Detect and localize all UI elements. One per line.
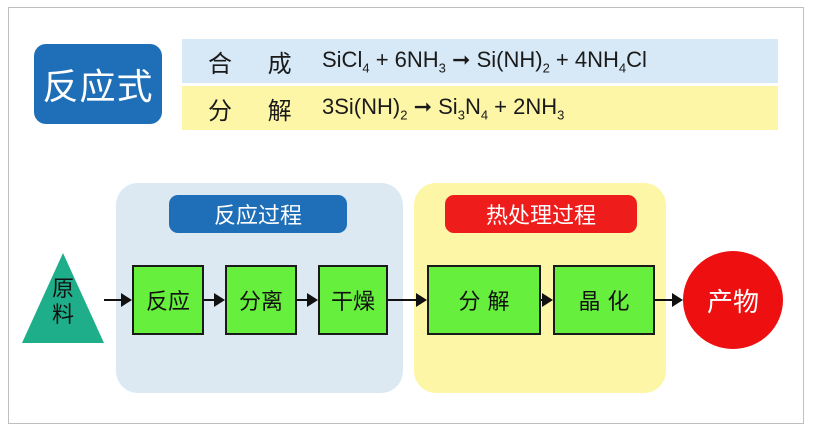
arrow-head-icon [672,293,683,307]
step-separation: 分离 [225,265,297,335]
flow-arrow [297,299,308,301]
step-drying: 干燥 [318,265,388,335]
equation-row-synthesis: 合 成 SiCl4 + 6NH3 ➞ Si(NH)2 + 4NH4Cl [182,39,778,83]
equation-formula: 3Si(NH)2 ➞ Si3N4 + 2NH3 [322,93,565,123]
reaction-stage-title: 反应过程 [169,195,347,233]
arrow-head-icon [307,293,318,307]
flow-arrow [655,299,673,301]
arrow-head-icon [121,293,132,307]
arrow-head-icon [542,293,553,307]
equation-label: 合 成 [208,49,306,78]
arrow-head-icon [416,293,427,307]
product-circle: 产物 [683,251,783,349]
equation-formula: SiCl4 + 6NH3 ➞ Si(NH)2 + 4NH4Cl [322,46,647,76]
step-reaction: 反应 [132,265,204,335]
equation-label: 分 解 [208,96,306,125]
arrow-head-icon [214,293,225,307]
flow-arrow [388,299,417,301]
step-decomposition: 分 解 [427,265,541,335]
equation-row-decomposition: 分 解 3Si(NH)2 ➞ Si3N4 + 2NH3 [182,86,778,130]
flow-arrow [104,299,122,301]
flow-arrow [204,299,215,301]
raw-material-label: 原料 [51,277,74,328]
step-crystallization: 晶 化 [553,265,655,335]
reaction-formula-badge: 反应式 [34,44,162,124]
heat-treatment-stage-title: 热处理过程 [445,195,637,233]
